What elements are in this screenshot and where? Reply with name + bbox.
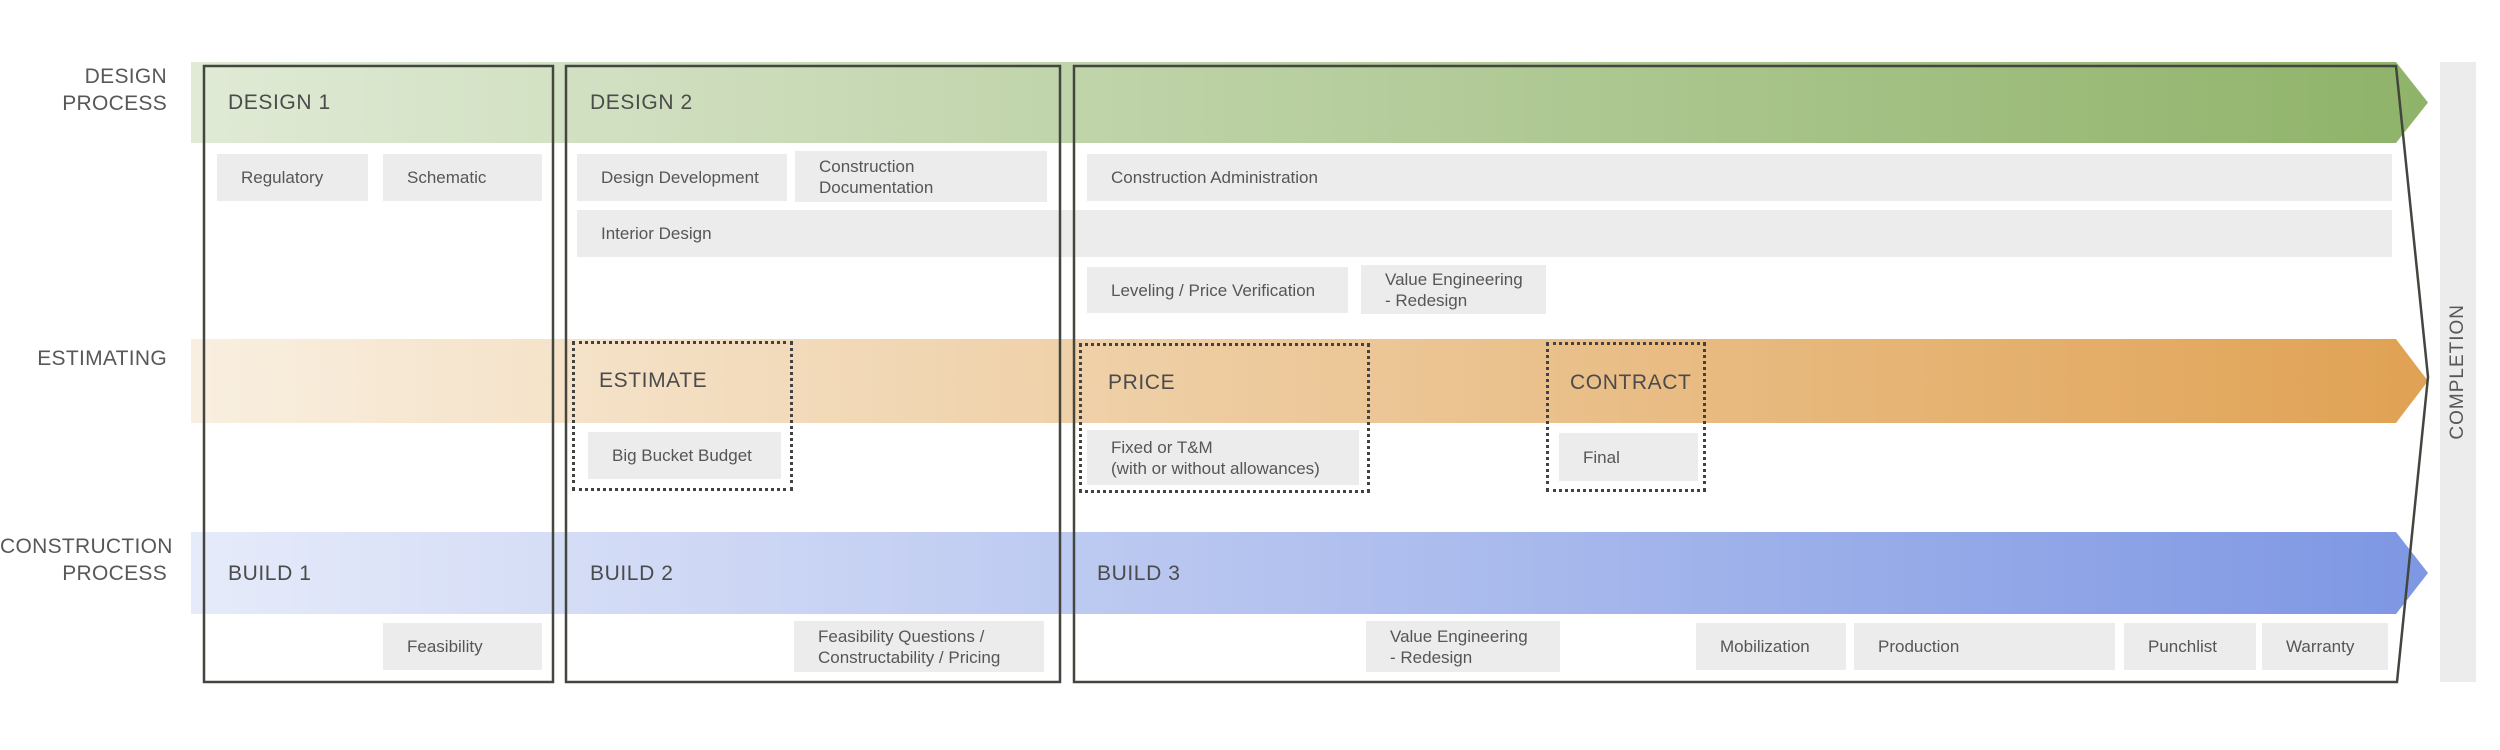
completion-label: COMPLETION xyxy=(2447,304,2468,440)
phase-design-2: DESIGN 2 xyxy=(590,91,693,114)
tag-schematic: Schematic xyxy=(383,154,542,201)
tag-construction-administration: Construction Administration xyxy=(1087,154,2392,201)
design-band-arrow xyxy=(191,62,2428,143)
lane-label-design-process: DESIGN PROCESS xyxy=(62,65,167,115)
lane-label-estimating: ESTIMATING xyxy=(37,347,167,370)
tag-punchlist: Punchlist xyxy=(2124,623,2256,670)
tag-interior-design: Interior Design xyxy=(577,210,2392,257)
tag-feasibility: Feasibility xyxy=(383,623,542,670)
tag-value-engineering-redesign-build: Value Engineering - Redesign xyxy=(1366,621,1560,672)
phase-build-1: BUILD 1 xyxy=(228,562,312,585)
contract-dotted-box xyxy=(1546,342,1706,492)
lane-label-construction-process: CONSTRUCTION PROCESS xyxy=(0,535,173,585)
price-dotted-box xyxy=(1079,343,1370,493)
estimate-dotted-box xyxy=(572,341,793,491)
completion-bar: COMPLETION xyxy=(2440,62,2476,682)
phase-build-2: BUILD 2 xyxy=(590,562,674,585)
tag-leveling-price-verification: Leveling / Price Verification xyxy=(1087,267,1348,313)
tag-warranty: Warranty xyxy=(2262,623,2388,670)
construction-band-arrow xyxy=(191,532,2428,614)
tag-production: Production xyxy=(1854,623,2115,670)
tag-construction-documentation: Construction Documentation xyxy=(795,151,1047,202)
phase-design-1: DESIGN 1 xyxy=(228,91,331,114)
tag-value-engineering-redesign-design: Value Engineering - Redesign xyxy=(1361,265,1546,314)
tag-design-development: Design Development xyxy=(577,154,787,201)
tag-regulatory: Regulatory xyxy=(217,154,368,201)
tag-mobilization: Mobilization xyxy=(1696,623,1846,670)
tag-feasibility-questions: Feasibility Questions / Constructability… xyxy=(794,621,1044,672)
phase-build-3: BUILD 3 xyxy=(1097,562,1181,585)
